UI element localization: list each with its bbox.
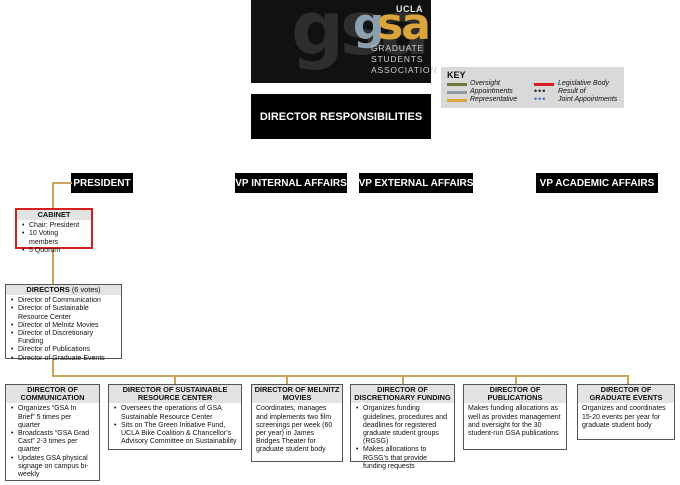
list-item: Director of Melnitz Movies xyxy=(11,322,117,330)
list-item: Chair: President xyxy=(22,222,87,230)
discretionary-box: DIRECTOR OF DISCRETIONARY FUNDING Organi… xyxy=(350,384,455,470)
connector-directors-bus xyxy=(52,359,54,376)
list-item: Organizes “GSA In Brief” 5 times per qua… xyxy=(11,405,95,430)
list-item: Broadcasts “GSA Grad Cast” 2-3 times per… xyxy=(11,430,95,455)
directors-box: DIRECTORS (6 votes) Director of Communic… xyxy=(5,284,122,363)
melnitz-box: DIRECTOR OF MELNITZ MOVIES Coordinates, … xyxy=(251,384,343,462)
list-item: Organizes funding guidelines, procedures… xyxy=(356,405,450,446)
vp-external-box: VP EXTERNAL AFFAIRS xyxy=(359,173,473,193)
logo-sa: sa xyxy=(377,0,431,50)
page-title: DIRECTOR RESPONSIBILITIES xyxy=(251,94,431,139)
publications-title: DIRECTOR OF PUBLICATIONS xyxy=(464,385,566,404)
connector-drop-6 xyxy=(627,375,629,384)
key-swatch-legislative xyxy=(534,83,554,86)
sustainable-box: DIRECTOR OF SUSTAINABLE RESOURCE CENTER … xyxy=(108,384,242,450)
key-dots-result: ••• xyxy=(534,86,547,96)
melnitz-title: DIRECTOR OF MELNITZ MOVIES xyxy=(252,385,342,404)
list-item: Oversees the operations of GSA Sustainab… xyxy=(114,405,237,421)
vp-internal-box: VP INTERNAL AFFAIRS xyxy=(235,173,347,193)
publications-text: Makes funding allocations as well as pro… xyxy=(468,405,561,438)
logo-g: g xyxy=(353,0,384,50)
list-item: Sits on The Green Initiative Fund, UCLA … xyxy=(114,422,237,447)
key-label-legislative: Legislative Body xyxy=(558,80,609,87)
vp-academic-box: VP ACADEMIC AFFAIRS xyxy=(536,173,658,193)
communication-title: DIRECTOR OF COMMUNICATION xyxy=(6,385,99,404)
key-swatch-appointments xyxy=(447,91,467,94)
key-label-appointments: Appointments xyxy=(470,88,513,95)
communication-box: DIRECTOR OF COMMUNICATION Organizes “GSA… xyxy=(5,384,100,481)
discretionary-title: DIRECTOR OF DISCRETIONARY FUNDING xyxy=(351,385,454,404)
communication-list: Organizes “GSA In Brief” 5 times per qua… xyxy=(6,403,99,481)
logo-ucla: UCLA xyxy=(396,4,423,14)
connector-drop-5 xyxy=(515,375,517,384)
key-swatch-representative xyxy=(447,99,467,102)
connector-bus xyxy=(52,375,628,377)
key-label-result: Result of xyxy=(558,88,586,95)
gsa-logo: gsa g sa UCLA GRADUATE STUDENTS ASSOCIAT… xyxy=(251,0,436,83)
key-dots-joint: ••• xyxy=(534,94,547,104)
list-item: 10 Voting members xyxy=(22,230,87,246)
events-box: DIRECTOR OF GRADUATE EVENTS Organizes an… xyxy=(577,384,675,440)
key-title: KEY xyxy=(447,70,466,80)
cabinet-title: CABINET xyxy=(17,210,91,221)
list-item: Director of Sustainable Resource Center xyxy=(11,305,117,321)
melnitz-text: Coordinates, manages and implements two … xyxy=(256,405,333,454)
sustainable-title: DIRECTOR OF SUSTAINABLE RESOURCE CENTER xyxy=(109,385,241,404)
connector-president-cabinet xyxy=(52,182,54,209)
president-box: PRESIDENT xyxy=(71,173,133,193)
key-label-oversight: Oversight xyxy=(470,80,500,87)
logo-wordmark: GRADUATE STUDENTS ASSOCIATION xyxy=(371,43,438,75)
directors-list: Director of Communication Director of Su… xyxy=(6,295,121,365)
list-item: Director of Graduate Events xyxy=(11,355,117,363)
publications-box: DIRECTOR OF PUBLICATIONS Makes funding a… xyxy=(463,384,567,450)
discretionary-list: Organizes funding guidelines, procedures… xyxy=(351,403,454,473)
connector-drop-2 xyxy=(174,375,176,384)
list-item: 5 Quorum xyxy=(22,247,87,255)
directors-title: DIRECTORS (6 votes) xyxy=(6,285,121,296)
connector-drop-3 xyxy=(286,375,288,384)
cabinet-list: Chair: President 10 Voting members 5 Quo… xyxy=(17,220,91,257)
key-label-representative: Representative xyxy=(470,96,518,103)
events-text: Organizes and coordinates 15-20 events p… xyxy=(582,405,666,429)
legend-key: KEY Oversight Appointments Representativ… xyxy=(441,67,624,108)
logo-watermark: gsa xyxy=(291,0,430,72)
list-item: Makes allocations to RGSG’s that provide… xyxy=(356,446,450,471)
list-item: Director of Discretionary Funding xyxy=(11,330,117,346)
key-swatch-oversight xyxy=(447,83,467,86)
connector-president xyxy=(52,182,72,184)
cabinet-box: CABINET Chair: President 10 Voting membe… xyxy=(15,208,93,255)
key-label-joint: Joint Appointments xyxy=(558,96,618,103)
events-title: DIRECTOR OF GRADUATE EVENTS xyxy=(578,385,674,404)
connector-cabinet-directors xyxy=(52,248,54,284)
directors-votes: (6 votes) xyxy=(71,285,101,294)
list-item: Director of Publications xyxy=(11,346,117,354)
list-item: Updates GSA physical signage on campus b… xyxy=(11,455,95,480)
sustainable-list: Oversees the operations of GSA Sustainab… xyxy=(109,403,241,448)
connector-drop-4 xyxy=(402,375,404,384)
list-item: Director of Communication xyxy=(11,297,117,305)
